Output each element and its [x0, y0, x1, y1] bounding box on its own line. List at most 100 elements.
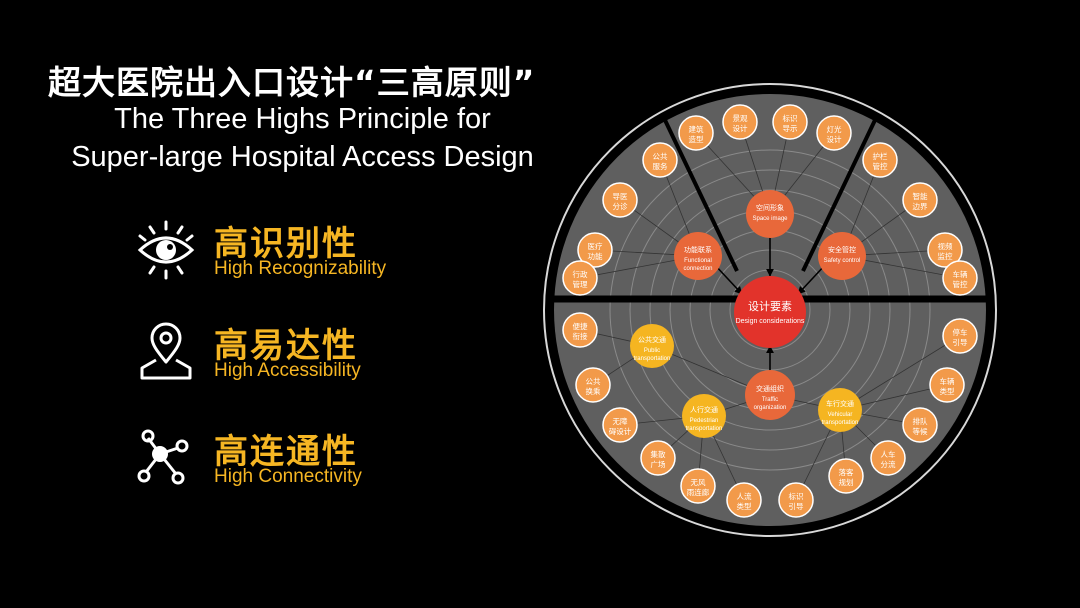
outer-label-line2: 边界: [913, 202, 928, 211]
title-en-line2: Super-large Hospital Access Design: [71, 141, 534, 173]
node-label-zh: 空间形象: [756, 203, 784, 212]
eye-icon: [137, 220, 195, 280]
outer-label-line1: 标识: [789, 491, 804, 501]
node-label-en: Traffic: [762, 397, 778, 403]
outer-label-line1: 医疗: [588, 241, 603, 251]
upper-node-1: 空间形象 Space image: [746, 190, 794, 238]
guide-ring-6: [629, 169, 911, 451]
node-label-zh: 车行交通: [826, 399, 854, 408]
outer-label-line1: 公共: [653, 152, 668, 161]
network-icon: [137, 429, 189, 485]
connector: [797, 263, 827, 295]
node-label-en: Space image: [752, 216, 788, 222]
outer-label-line1: 无风: [691, 478, 706, 487]
title-en: The Three Highs Principle for Super-larg…: [30, 100, 575, 176]
outer-label-line1: 落客: [839, 467, 854, 477]
upper-node-2: 功能联系 Functional connection: [674, 232, 722, 280]
connector: [713, 263, 743, 295]
sector-divider-right: [801, 117, 878, 272]
outer-label-line1: 智能: [913, 191, 928, 201]
node-label-en: Vehicular: [828, 412, 853, 418]
outer-label-line2: 管理: [573, 279, 588, 289]
title-en-line1: The Three Highs Principle for: [114, 103, 491, 135]
node-label-en: Functional: [684, 258, 712, 264]
principle-1-en: High Recognizability: [214, 258, 387, 279]
outer-label-line2: 设计: [733, 123, 748, 133]
outer-label-line2: 服务: [653, 161, 668, 171]
outer-ring: [543, 83, 997, 537]
outer-label-line1: 停车: [953, 327, 968, 337]
outer-label-line2: 引导: [789, 502, 804, 511]
lower-node-2: 人行交通 Pedestrian transportation: [682, 394, 726, 438]
outer-label-line1: 护栏: [873, 151, 888, 161]
outer-label-line2: 管控: [953, 279, 968, 289]
node-label-en: Public: [644, 348, 660, 354]
outer-label-line2: 引导: [953, 338, 968, 347]
outer-label-line1: 导医: [613, 192, 628, 201]
outer-label-line1: 便捷: [573, 321, 588, 331]
outer-label-line1: 建筑: [689, 124, 704, 134]
outer-label-line1: 公共: [586, 377, 601, 386]
outer-label-line2: 监控: [938, 251, 953, 261]
node-label-en: Pedestrian: [690, 418, 719, 424]
outer-label-line2: 导示: [783, 124, 798, 133]
principle-1-zh: 高识别性: [214, 224, 358, 264]
node-label-en: organization: [754, 405, 787, 411]
node-label-zh: 人行交通: [690, 405, 718, 414]
principle-connectivity: 高连通性 High Connectivity: [136, 428, 436, 498]
outer-label-line2: 分诊: [613, 201, 628, 211]
principle-accessibility: 高易达性 High Accessibility: [136, 322, 436, 392]
outer-label-line2: 管控: [873, 161, 888, 171]
outer-label-line1: 人流: [737, 491, 752, 501]
design-considerations-diagram: 公共服务导医分诊医疗功能行政管理建筑造型景观设计标识导示灯光设计护栏管控智能边界…: [543, 83, 997, 537]
node-label-en: transportation: [686, 426, 723, 432]
center-label-en: Design considerations: [736, 318, 805, 325]
guide-ring-7: [609, 149, 931, 471]
outer-label-line2: 广场: [651, 459, 666, 469]
outer-label-line2: 功能: [588, 251, 603, 261]
outer-label-line2: 衔接: [573, 331, 588, 341]
outer-label-line1: 行政: [573, 269, 588, 279]
outer-label-line1: 车辆: [940, 376, 955, 386]
node-label-en: Safety control: [824, 258, 861, 264]
node-label-zh: 功能联系: [684, 245, 712, 254]
outer-label-line1: 车辆: [953, 269, 968, 279]
principle-recognizability: 高识别性 High Recognizability: [136, 220, 436, 290]
node-label-en: connection: [683, 266, 712, 272]
outer-label-line2: 类型: [940, 386, 955, 396]
outer-label-line2: 换乘: [586, 386, 601, 396]
outer-label-line2: 规划: [839, 477, 854, 487]
node-label-zh: 公共交通: [638, 335, 666, 344]
outer-label-line2: 造型: [689, 134, 704, 144]
outer-label-line2: 分流: [881, 459, 896, 469]
principle-3-zh: 高连通性: [214, 432, 358, 472]
connector: [839, 335, 961, 411]
map-pin-icon: [140, 322, 192, 380]
